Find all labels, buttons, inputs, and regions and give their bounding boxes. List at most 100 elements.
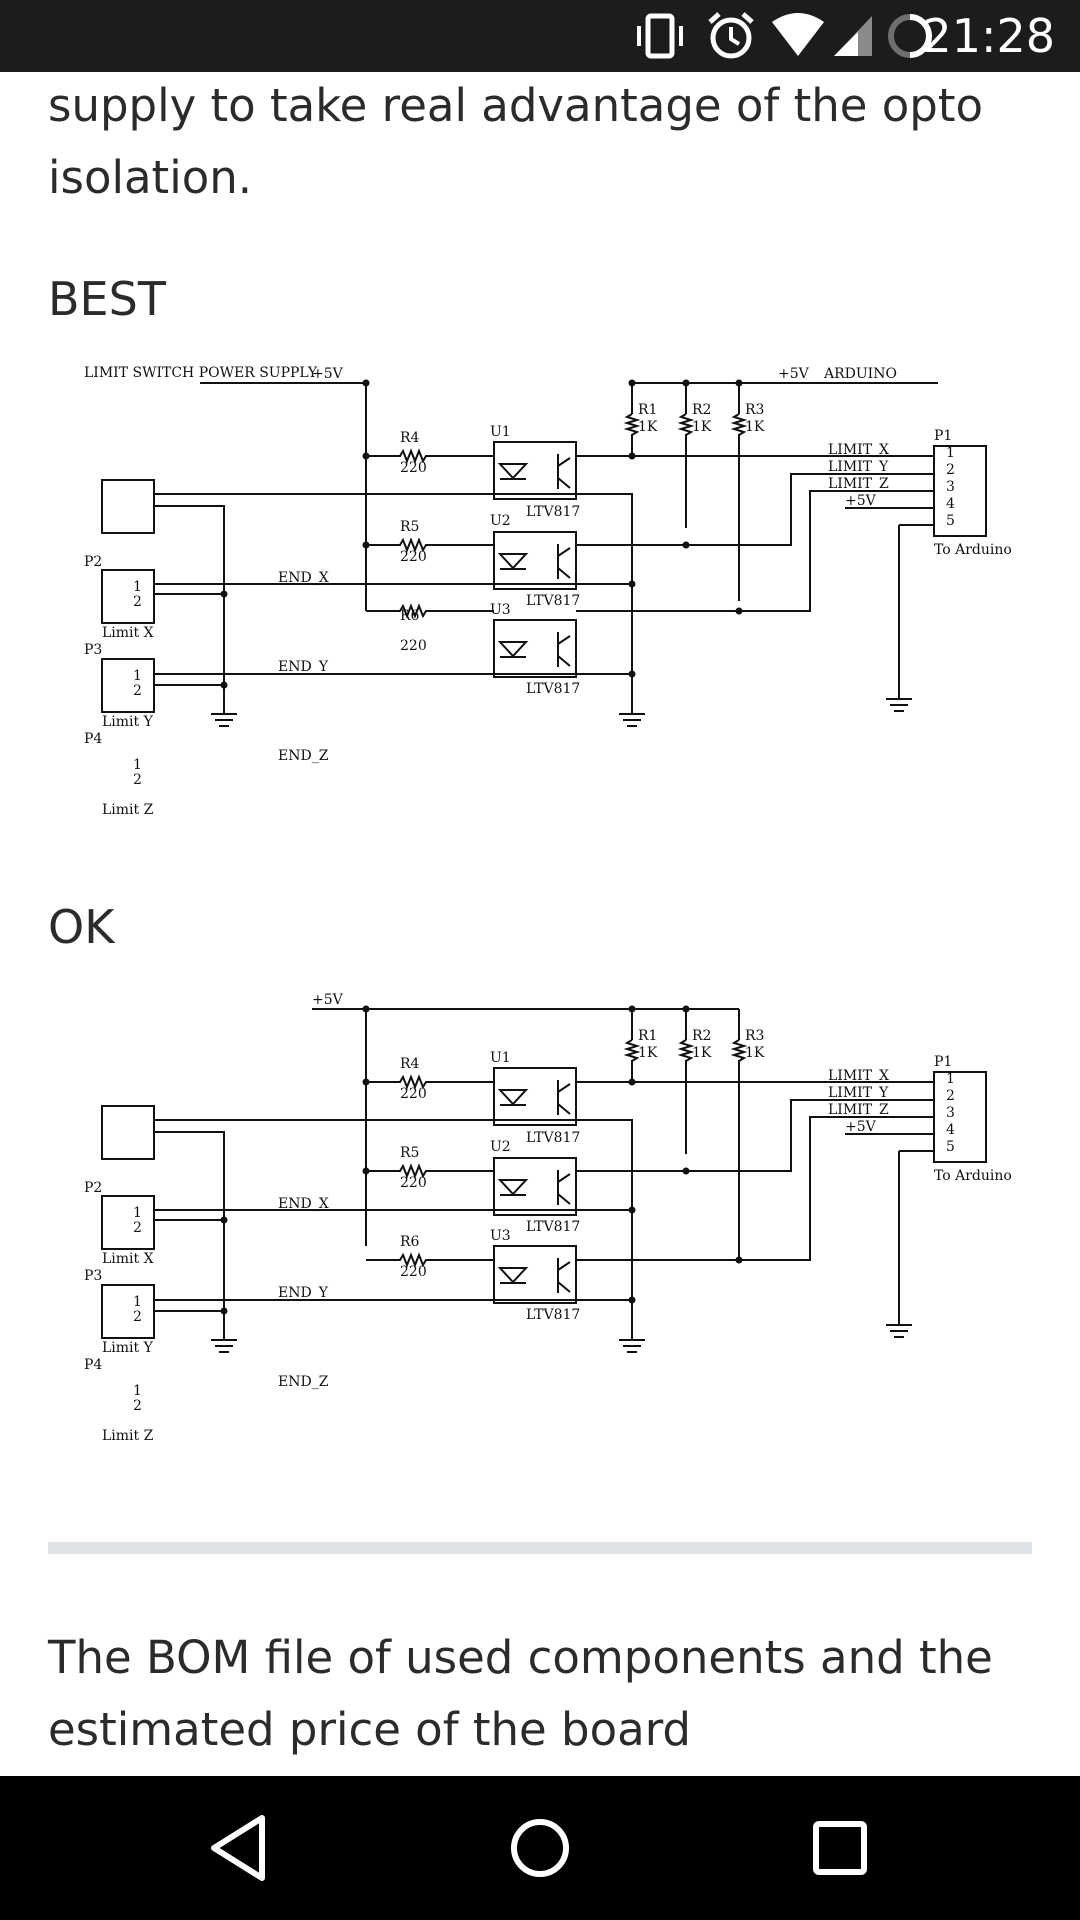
alarm-icon — [708, 12, 754, 59]
label-u2: U2 — [490, 513, 511, 529]
label-plus5v-arduino: +5V — [778, 366, 810, 382]
bom-paragraph: The BOM file of used components and the … — [48, 1631, 993, 1756]
label-p2-pin1: 1 — [133, 579, 142, 595]
label-r5: R5 — [400, 519, 419, 535]
article-content[interactable]: supply to take real advantage of the opt… — [0, 72, 1080, 1776]
label-p2-pin2: 2 — [133, 1220, 142, 1236]
label-limit-z-signal: LIMIT_Z — [828, 476, 889, 492]
label-p1-pin4: 4 — [946, 496, 955, 512]
label-r4: R4 — [400, 1056, 420, 1072]
label-p2: P2 — [84, 1180, 102, 1196]
label-u1: U1 — [490, 424, 511, 440]
label-end-x: END_X — [278, 1196, 329, 1212]
label-p3: P3 — [84, 642, 102, 658]
label-r2-value: 1K — [692, 419, 712, 435]
intro-paragraph: supply to take real advantage of the opt… — [48, 79, 984, 204]
label-limit-x: Limit X — [102, 1251, 154, 1267]
label-r3: R3 — [745, 402, 764, 418]
label-to-arduino: To Arduino — [934, 542, 1012, 558]
label-r6-value: 220 — [400, 638, 427, 654]
label-end-y: END_Y — [278, 1285, 329, 1301]
label-plus5v: +5V — [312, 366, 344, 382]
label-end-y: END_Y — [278, 659, 329, 675]
schematic-best: LIMIT SWITCH POWER SUPPLY +5V +5V ARDUIN… — [84, 365, 1012, 818]
label-p1-pin5: 5 — [946, 1139, 955, 1155]
label-power-supply: LIMIT SWITCH POWER SUPPLY — [84, 365, 318, 381]
label-r2-value: 1K — [692, 1045, 712, 1061]
label-limit-z: Limit Z — [102, 802, 154, 818]
label-p3-pin2: 2 — [133, 1309, 142, 1325]
label-p3-pin1: 1 — [133, 1294, 142, 1310]
label-p4-pin1: 1 — [133, 757, 142, 773]
label-p4-pin1: 1 — [133, 1383, 142, 1399]
label-r3-value: 1K — [745, 419, 765, 435]
label-ltv817-1: LTV817 — [526, 1130, 580, 1146]
label-r1-value: 1K — [638, 419, 658, 435]
label-r6: R6 — [400, 608, 420, 624]
heading-ok: OK — [48, 900, 115, 954]
label-r3-value: 1K — [745, 1045, 765, 1061]
label-r4-value: 220 — [400, 460, 427, 476]
label-limit-y: Limit Y — [102, 1340, 154, 1356]
label-limit-y-signal: LIMIT_Y — [828, 459, 889, 475]
label-limit-x-signal: LIMIT_X — [828, 442, 889, 458]
label-r4: R4 — [400, 430, 420, 446]
label-p4: P4 — [84, 731, 102, 747]
label-arduino: ARDUINO — [823, 366, 897, 382]
label-p4-pin2: 2 — [133, 1398, 142, 1414]
label-p1: P1 — [934, 428, 952, 444]
label-r6-value: 220 — [400, 1264, 427, 1280]
label-limit-z-signal: LIMIT_Z — [828, 1102, 889, 1118]
label-u1: U1 — [490, 1050, 511, 1066]
label-ltv817-2: LTV817 — [526, 593, 580, 609]
label-p1-pin1: 1 — [946, 445, 955, 461]
label-p3-pin2: 2 — [133, 683, 142, 699]
label-r2: R2 — [692, 402, 711, 418]
label-ltv817-1: LTV817 — [526, 504, 580, 520]
label-r5-value: 220 — [400, 549, 427, 565]
home-button[interactable] — [490, 1798, 590, 1898]
label-r6: R6 — [400, 1234, 420, 1250]
label-p1-pin2: 2 — [946, 462, 955, 478]
label-p1-pin4: 4 — [946, 1122, 955, 1138]
wifi-icon — [772, 13, 824, 56]
label-plus5v-signal: +5V — [845, 493, 877, 509]
label-plus5v: +5V — [312, 992, 344, 1008]
status-time: 21:28 — [922, 9, 1055, 63]
navigation-bar — [0, 1776, 1080, 1920]
label-r1: R1 — [638, 402, 657, 418]
label-p2-pin2: 2 — [133, 594, 142, 610]
label-p4: P4 — [84, 1357, 102, 1373]
label-p2-pin1: 1 — [133, 1205, 142, 1221]
vibrate-icon — [637, 13, 683, 59]
label-limit-x: Limit X — [102, 625, 154, 641]
label-p2: P2 — [84, 554, 102, 570]
label-p1-pin2: 2 — [946, 1088, 955, 1104]
label-limit-y-signal: LIMIT_Y — [828, 1085, 889, 1101]
battery-icon — [888, 14, 932, 58]
label-end-z: END_Z — [278, 748, 329, 764]
label-r1-value: 1K — [638, 1045, 658, 1061]
back-button[interactable] — [190, 1798, 290, 1898]
label-to-arduino: To Arduino — [934, 1168, 1012, 1184]
label-r4-value: 220 — [400, 1086, 427, 1102]
label-u2: U2 — [490, 1139, 511, 1155]
label-limit-y: Limit Y — [102, 714, 154, 730]
schematic-ok: +5V R1 1K R2 1K R3 1K U1 U2 U3 LTV817 LT… — [84, 992, 1012, 1444]
label-u3: U3 — [490, 1228, 511, 1244]
heading-best: BEST — [48, 272, 166, 326]
recents-button[interactable] — [790, 1798, 890, 1898]
label-p3: P3 — [84, 1268, 102, 1284]
label-r5-value: 220 — [400, 1175, 427, 1191]
label-p1: P1 — [934, 1054, 952, 1070]
label-r1: R1 — [638, 1028, 657, 1044]
label-p1-pin1: 1 — [946, 1071, 955, 1087]
label-r3: R3 — [745, 1028, 764, 1044]
label-plus5v-signal: +5V — [845, 1119, 877, 1135]
section-divider — [48, 1542, 1032, 1554]
cell-signal-icon — [834, 16, 872, 56]
label-p4-pin2: 2 — [133, 772, 142, 788]
label-p1-pin3: 3 — [946, 479, 955, 495]
label-end-x: END_X — [278, 570, 329, 586]
label-u3: U3 — [490, 602, 511, 618]
